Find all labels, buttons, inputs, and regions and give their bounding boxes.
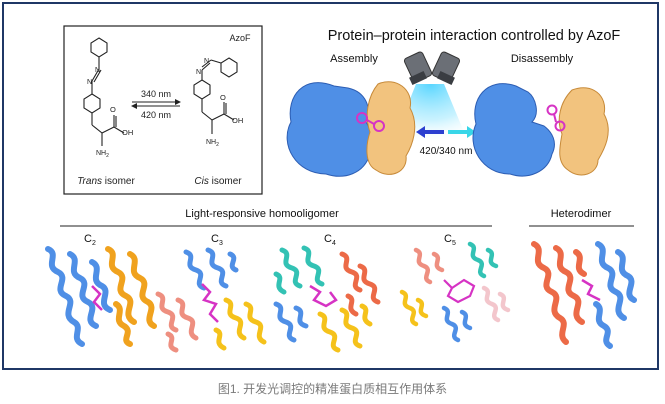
azof-tag: AzoF xyxy=(229,33,251,43)
helix-bundle-salmon xyxy=(413,247,445,285)
homooligomer-label: Light-responsive homooligomer xyxy=(185,208,339,220)
helix-bundle-blue xyxy=(45,246,113,347)
azof-linker-assembled xyxy=(356,112,385,132)
c2-structure xyxy=(45,246,157,347)
figure-frame: AzoF N N OH O NH2 340 nm 420 nm xyxy=(2,2,659,370)
helix-bundle-blue xyxy=(593,241,637,349)
azo-n-label: N xyxy=(95,67,100,74)
azof-linker xyxy=(581,278,601,302)
heterodimer-structure xyxy=(531,241,637,349)
blue-protein-assembled xyxy=(286,82,374,177)
oligomer-panel: Light-responsive homooligomer Heterodime… xyxy=(45,208,637,353)
carbonyl-o-label: O xyxy=(220,93,226,102)
trans-structure xyxy=(83,37,125,146)
azof-linker xyxy=(201,283,219,323)
helix-bundle-blue xyxy=(273,301,309,343)
cis-structure xyxy=(193,57,238,134)
helix-bundle-blue xyxy=(441,305,473,343)
tan-protein-separated xyxy=(558,87,609,176)
azo-n-label: N xyxy=(196,69,201,76)
arrow-left-head xyxy=(416,126,425,138)
c2-label: C2 xyxy=(84,233,96,247)
azof-chemistry-panel: AzoF N N OH O NH2 340 nm 420 nm xyxy=(63,25,263,195)
helix-bundle-teal xyxy=(467,241,499,279)
reverse-wavelength: 420 nm xyxy=(141,110,171,120)
figure-caption: 图1. 开发光调控的精准蛋白质相互作用体系 xyxy=(217,382,448,396)
azof-linker-separated xyxy=(546,104,566,132)
helix-bundle-yellow xyxy=(213,297,267,351)
helix-bundle-red xyxy=(531,241,587,345)
forward-wavelength: 340 nm xyxy=(141,89,171,99)
trans-isomer-label: Trans isomer xyxy=(77,176,135,187)
helix-bundle-pink xyxy=(481,285,511,323)
tan-protein-assembled xyxy=(366,81,416,175)
heterodimer-label: Heterodimer xyxy=(551,208,612,220)
helix-bundle-yellow xyxy=(399,289,429,327)
ppi-title: Protein–protein interaction controlled b… xyxy=(328,28,621,44)
c3-label: C3 xyxy=(211,233,223,247)
cis-isomer-label: Cis isomer xyxy=(194,176,242,187)
azo-n-label: N xyxy=(87,79,92,86)
figure-canvas: AzoF N N OH O NH2 340 nm 420 nm xyxy=(45,25,637,353)
c5-label: C5 xyxy=(444,233,456,247)
oh-label: OH xyxy=(232,116,243,125)
amine-label: NH2 xyxy=(96,150,109,159)
helix-bundle-red xyxy=(339,251,381,317)
helix-bundle-teal xyxy=(273,245,325,295)
blue-protein-separated xyxy=(472,83,555,177)
c5-structure xyxy=(399,241,511,343)
helix-bundle-yellow xyxy=(317,303,373,353)
assembly-label: Assembly xyxy=(330,53,378,65)
light-source-icon xyxy=(403,51,461,86)
helix-bundle-salmon xyxy=(155,291,199,353)
azof-linker xyxy=(443,278,476,304)
azo-n-label: N xyxy=(204,58,209,65)
c4-structure xyxy=(273,245,381,353)
carbonyl-o-label: O xyxy=(110,105,116,114)
oh-label: OH xyxy=(122,128,133,137)
amine-label: NH2 xyxy=(206,139,219,148)
azof-linker xyxy=(309,284,338,308)
c4-label: C4 xyxy=(324,233,336,247)
helix-bundle-orange xyxy=(105,246,157,347)
light-wavelength-label: 420/340 nm xyxy=(420,146,473,157)
disassembly-label: Disassembly xyxy=(511,53,574,65)
c3-structure xyxy=(155,247,267,353)
azof-linker xyxy=(91,285,103,311)
helix-bundle-blue xyxy=(183,247,239,291)
arrow-right-head xyxy=(467,126,476,138)
ppi-panel: Protein–protein interaction controlled b… xyxy=(286,28,621,177)
